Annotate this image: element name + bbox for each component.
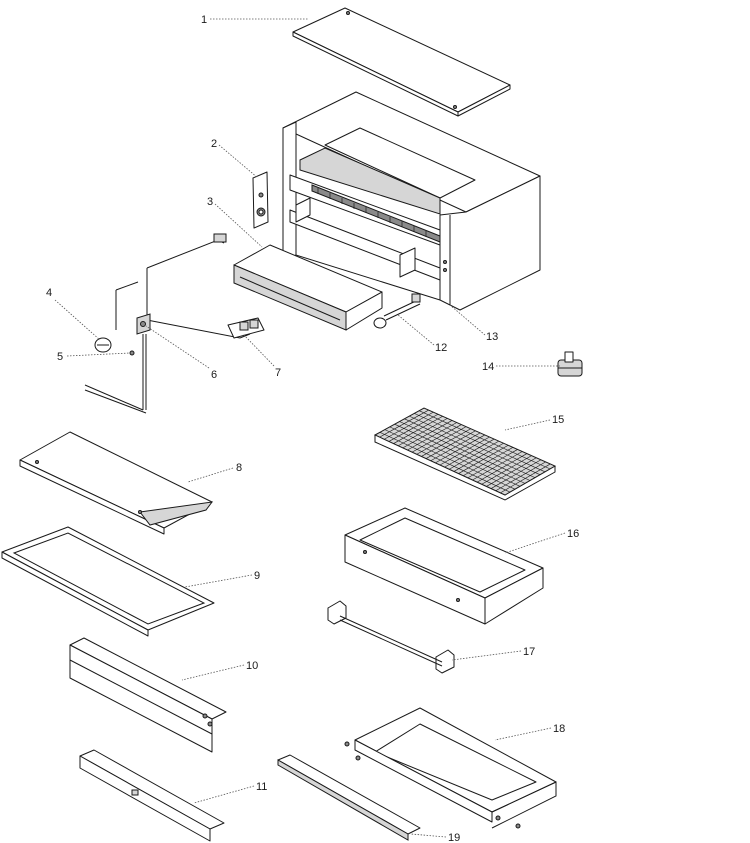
callout-2: 2 bbox=[211, 138, 217, 150]
part-2-control-plate bbox=[252, 171, 269, 229]
part-3-burner-box bbox=[233, 244, 383, 331]
callout-16: 16 bbox=[567, 528, 579, 540]
callout-3: 3 bbox=[207, 196, 213, 208]
callout-10: 10 bbox=[246, 660, 258, 672]
part-10-front-panel bbox=[69, 637, 227, 753]
gas-valve-assembly bbox=[84, 233, 265, 414]
callout-13: 13 bbox=[486, 331, 498, 343]
callout-6: 6 bbox=[211, 369, 217, 381]
part-19-strip bbox=[277, 754, 421, 841]
callout-14: 14 bbox=[482, 361, 494, 373]
callout-7: 7 bbox=[275, 367, 281, 379]
part-11-bottom-panel bbox=[79, 749, 225, 842]
part-13-housing bbox=[282, 91, 541, 311]
callout-18: 18 bbox=[553, 723, 565, 735]
grate-wire bbox=[418, 410, 551, 470]
part-14-knob bbox=[557, 351, 583, 377]
grate-wire bbox=[384, 429, 516, 490]
callout-11: 11 bbox=[256, 781, 267, 793]
leader-lines bbox=[54, 18, 566, 838]
part-15-grate bbox=[373, 407, 557, 501]
callout-4: 4 bbox=[46, 287, 52, 299]
callout-15: 15 bbox=[552, 414, 564, 426]
callout-17: 17 bbox=[523, 646, 535, 658]
grate-wire bbox=[394, 423, 526, 484]
grate-wire bbox=[404, 418, 536, 478]
callout-5: 5 bbox=[57, 351, 63, 363]
grate-wire bbox=[399, 421, 531, 481]
callout-19: 19 bbox=[448, 832, 460, 843]
part-17-handle bbox=[327, 600, 455, 674]
part-8-tray bbox=[19, 431, 214, 535]
callout-numbers: 1 2 3 4 5 6 7 8 9 10 11 12 13 14 15 16 1… bbox=[46, 14, 579, 843]
grate-wire bbox=[409, 415, 541, 475]
callout-9: 9 bbox=[254, 570, 260, 582]
part-1-top-cover bbox=[292, 7, 511, 117]
part-16-drip-pan bbox=[344, 507, 544, 625]
callout-1: 1 bbox=[201, 14, 207, 26]
grate-wire bbox=[414, 413, 546, 473]
callout-12: 12 bbox=[435, 342, 447, 354]
grate-wire bbox=[379, 432, 511, 493]
part-18-frame bbox=[344, 707, 557, 829]
part-9-panel bbox=[1, 526, 215, 637]
grate-wire bbox=[389, 426, 521, 487]
part-12-bracket bbox=[373, 293, 421, 329]
callout-8: 8 bbox=[236, 462, 242, 474]
